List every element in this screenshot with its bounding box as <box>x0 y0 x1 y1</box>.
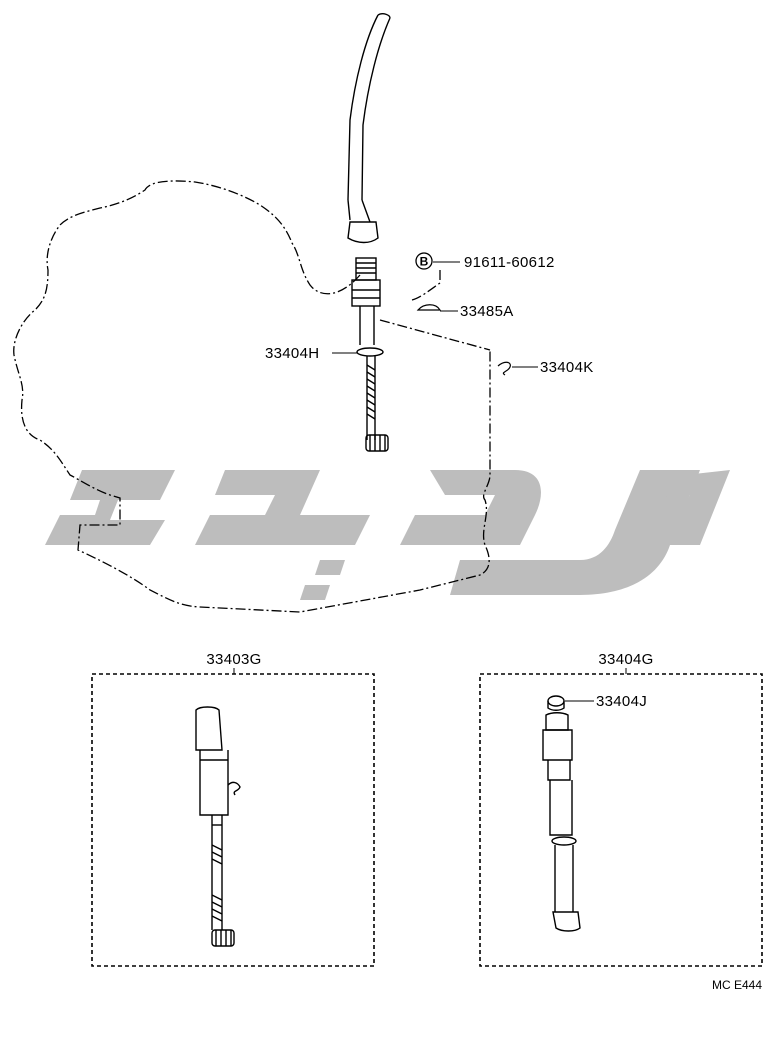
label-sleeve-assy: 33404G <box>598 651 653 668</box>
label-bolt: 91611-60612 <box>464 254 555 271</box>
label-clip: 33404K <box>540 359 594 376</box>
driven-gear-assembly <box>351 257 389 452</box>
svg-text:B: B <box>420 255 429 269</box>
label-plate: 33485A <box>460 303 514 320</box>
plate-part <box>416 304 442 311</box>
driven-gear-part <box>195 706 241 947</box>
transmission-case-outline <box>13 180 491 613</box>
speedometer-cable <box>347 13 391 244</box>
label-o-ring-upper: 33404H <box>265 345 319 362</box>
box-sleeve-assy <box>479 673 763 967</box>
bolt-marker: B <box>415 252 433 270</box>
sleeve-part <box>542 695 581 932</box>
figure-code: MC E444 <box>712 978 762 992</box>
clip-part <box>497 361 511 376</box>
watermark-logo <box>45 470 730 600</box>
label-driven-gear-assy: 33403G <box>206 651 261 668</box>
label-oil-seal: 33404J <box>596 693 647 710</box>
box-driven-gear-assy <box>91 673 375 967</box>
